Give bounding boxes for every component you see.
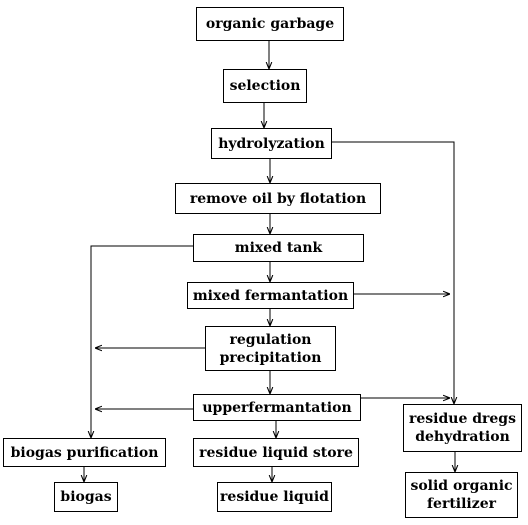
node-residue-dregs-line2: dehydration [415, 429, 510, 445]
node-residue-liquid-store: residue liquid store [193, 438, 359, 467]
node-remove-oil: remove oil by flotation [175, 183, 381, 214]
node-regulation-line2: precipitation [219, 349, 322, 366]
node-upperfermentation: upperfermantation [193, 394, 361, 421]
node-solid-organic-fertilizer: solid organic fertilizer [405, 472, 518, 518]
node-solid-line1: solid organic [410, 478, 513, 494]
arrow-hydrolyzation-to-dregs [332, 141, 454, 404]
node-regulation-precipitation: regulation precipitation [205, 326, 336, 371]
node-regulation-line1: regulation [229, 331, 312, 348]
node-mixed-fermentation: mixed fermantation [187, 282, 354, 309]
node-mixed-tank: mixed tank [193, 234, 364, 262]
node-biogas: biogas [54, 482, 118, 512]
node-organic-garbage: organic garbage [196, 7, 344, 41]
node-solid-line2: fertilizer [427, 496, 496, 512]
node-residue-dregs-dehydration: residue dregs dehydration [403, 404, 522, 452]
node-selection: selection [223, 69, 307, 103]
node-biogas-purification: biogas purification [3, 438, 166, 467]
node-residue-dregs-line1: residue dregs [409, 411, 516, 427]
node-residue-liquid: residue liquid [217, 482, 332, 512]
arrow-mixed-tank-to-biogas-purification [91, 245, 193, 438]
node-hydrolyzation: hydrolyzation [211, 128, 332, 159]
